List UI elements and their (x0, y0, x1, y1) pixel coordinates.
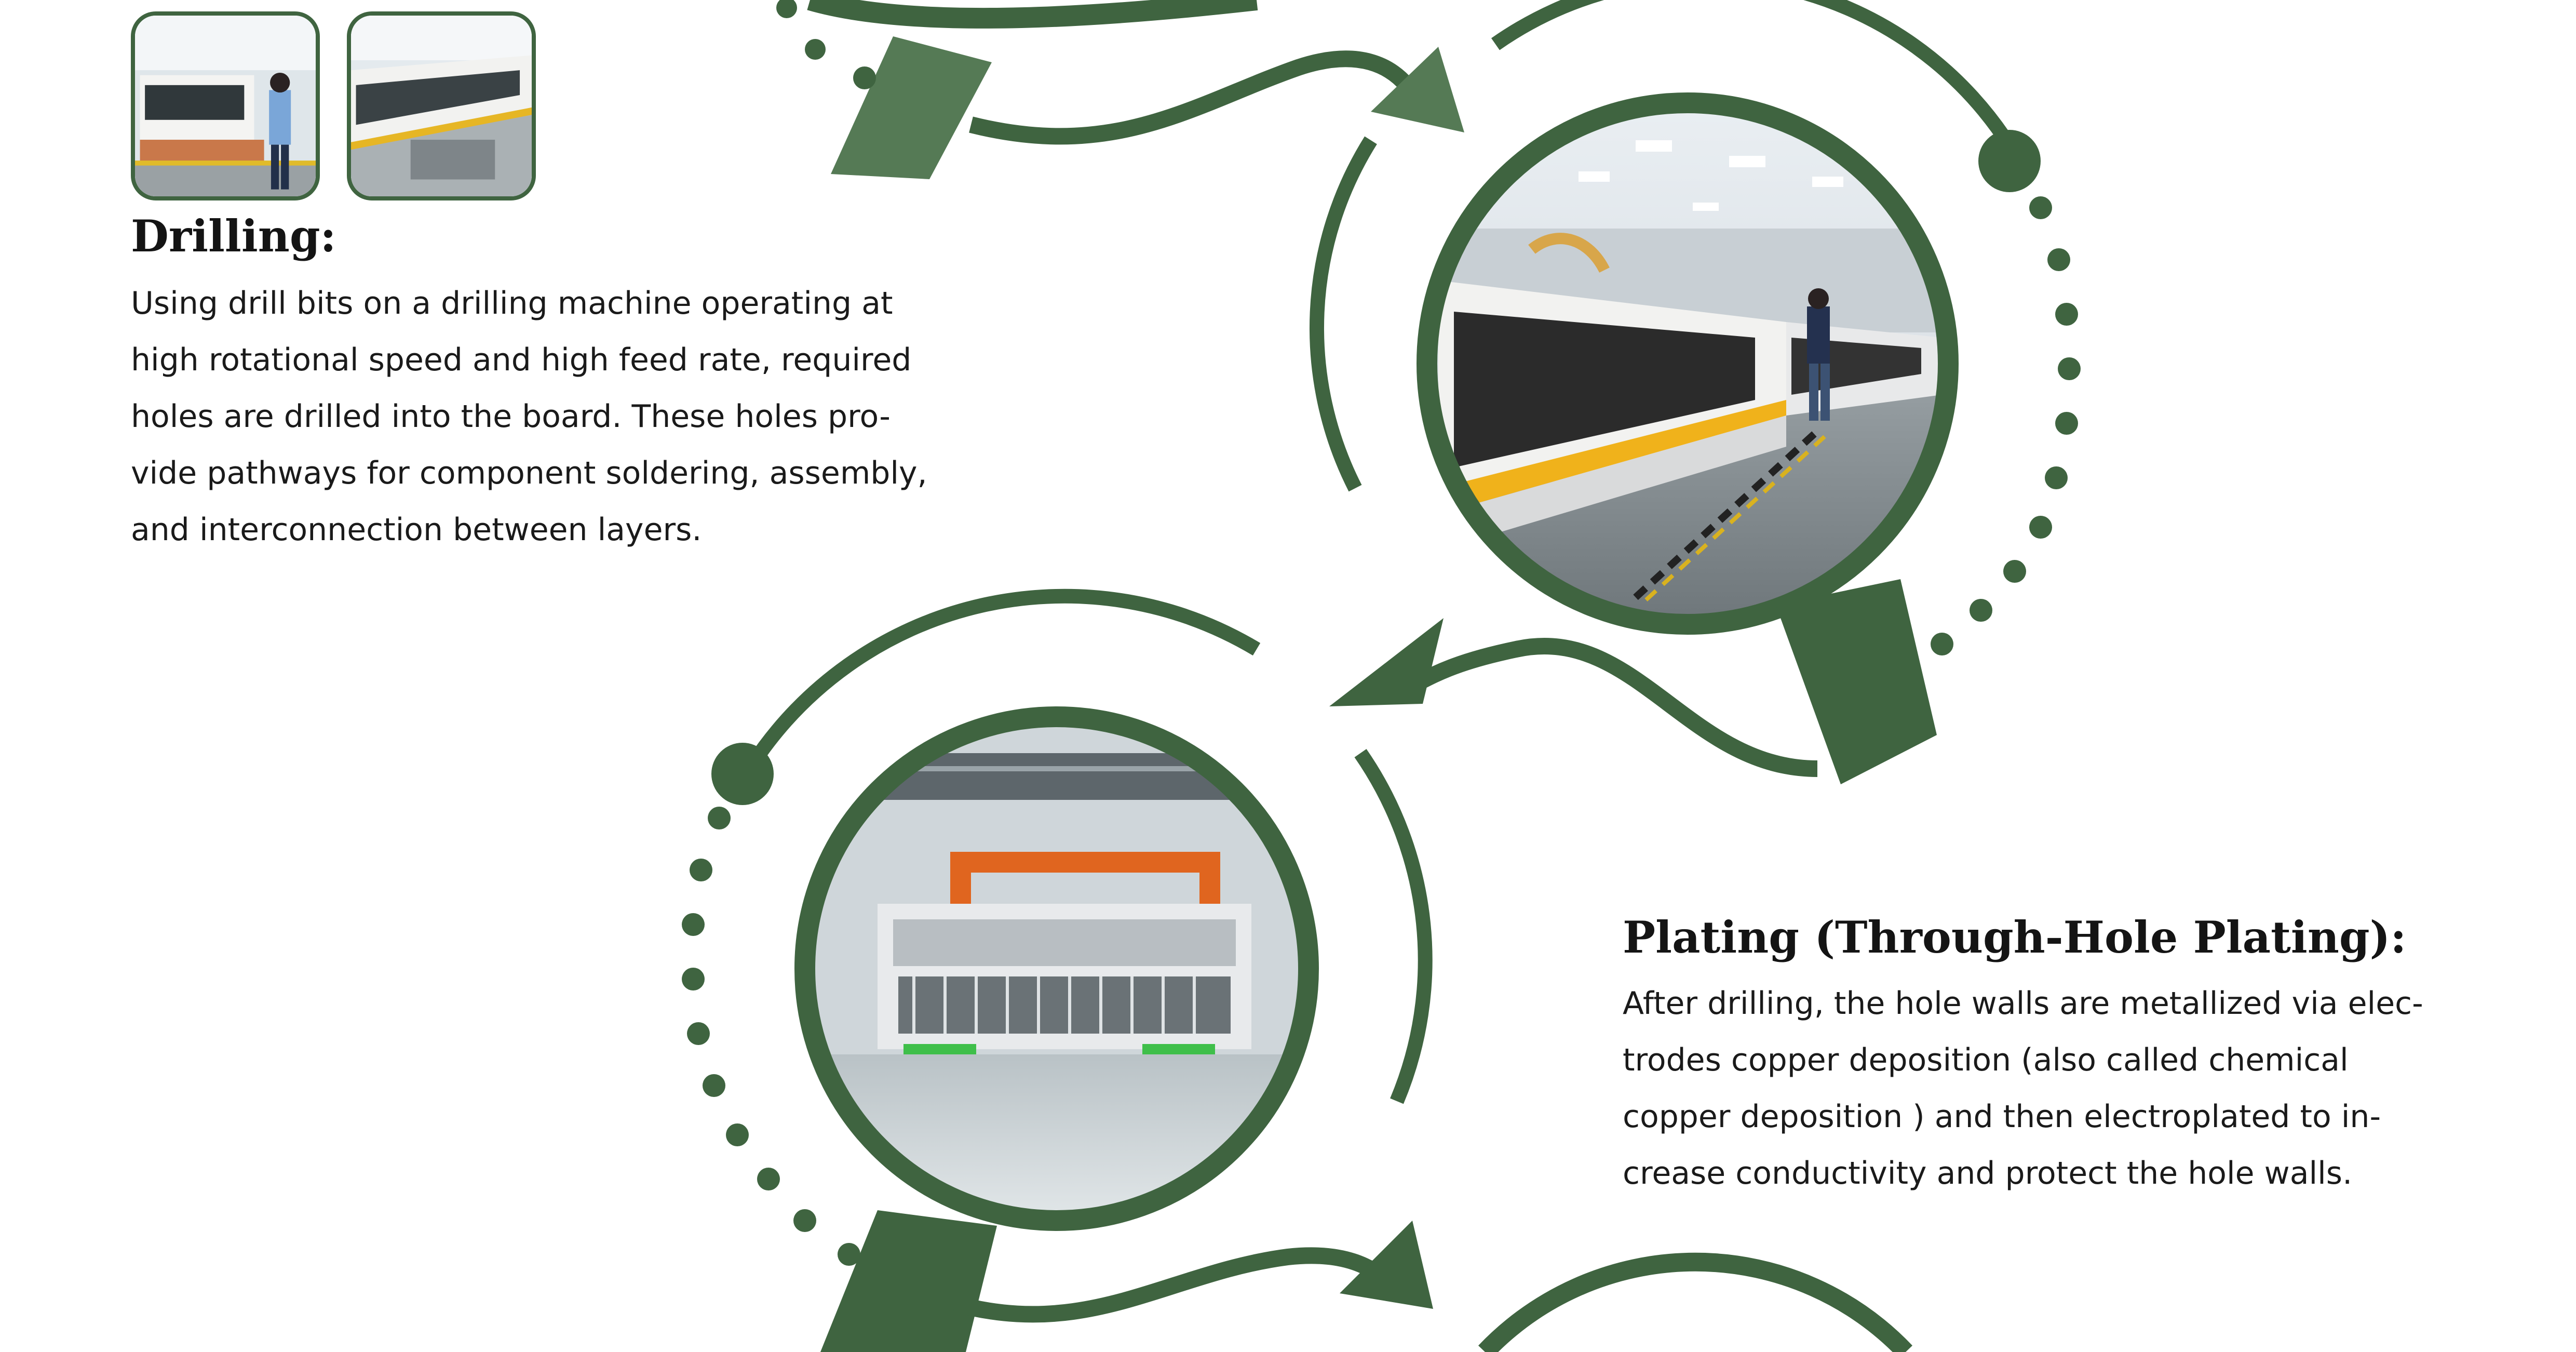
drilling-step-description: Using drill bits on a drilling machine o… (131, 275, 962, 558)
dotted-arc-icon (1931, 196, 2081, 655)
dotted-arc-icon (776, 0, 876, 89)
drilling-description-line: vide pathways for component soldering, a… (131, 455, 927, 491)
drilling-description-line: holes are drilled into the board. These … (131, 398, 891, 435)
drilling-description-line: Using drill bits on a drilling machine o… (131, 285, 893, 322)
plating-description-line: After drilling, the hole walls are metal… (1623, 985, 2423, 1022)
drilling-description-line: and interconnection between layers. (131, 512, 702, 548)
magnifier-icon-right (1309, 0, 2041, 784)
magnifier-icon-bottom (1478, 1252, 1913, 1352)
drilling-description-line: high rotational speed and high feed rate… (131, 342, 912, 378)
magnifier-icon-top (807, 0, 1258, 179)
plating-step-title: Plating (Through-Hole Plating): (1623, 912, 2407, 963)
plating-description-line: copper deposition ) and then electroplat… (1623, 1099, 2381, 1135)
curved-arrow-icon (1329, 618, 1818, 777)
curved-arrow-icon (969, 47, 1464, 145)
drilling-step-title: Drilling: (131, 210, 336, 262)
magnifier-icon-left (711, 588, 1433, 1352)
plating-description-line: crease conductivity and protect the hole… (1623, 1155, 2353, 1192)
dotted-arc-icon (682, 807, 860, 1266)
curved-arrow-icon (953, 1221, 1433, 1323)
plating-step-description: After drilling, the hole walls are metal… (1623, 975, 2474, 1202)
plating-description-line: trodes copper deposition (also called ch… (1623, 1042, 2349, 1078)
drilling-machine-operator-thumbnail (131, 11, 320, 200)
drilling-machine-row-thumbnail (347, 11, 536, 200)
laser-drilling-machine-line-photo (1436, 112, 1939, 615)
